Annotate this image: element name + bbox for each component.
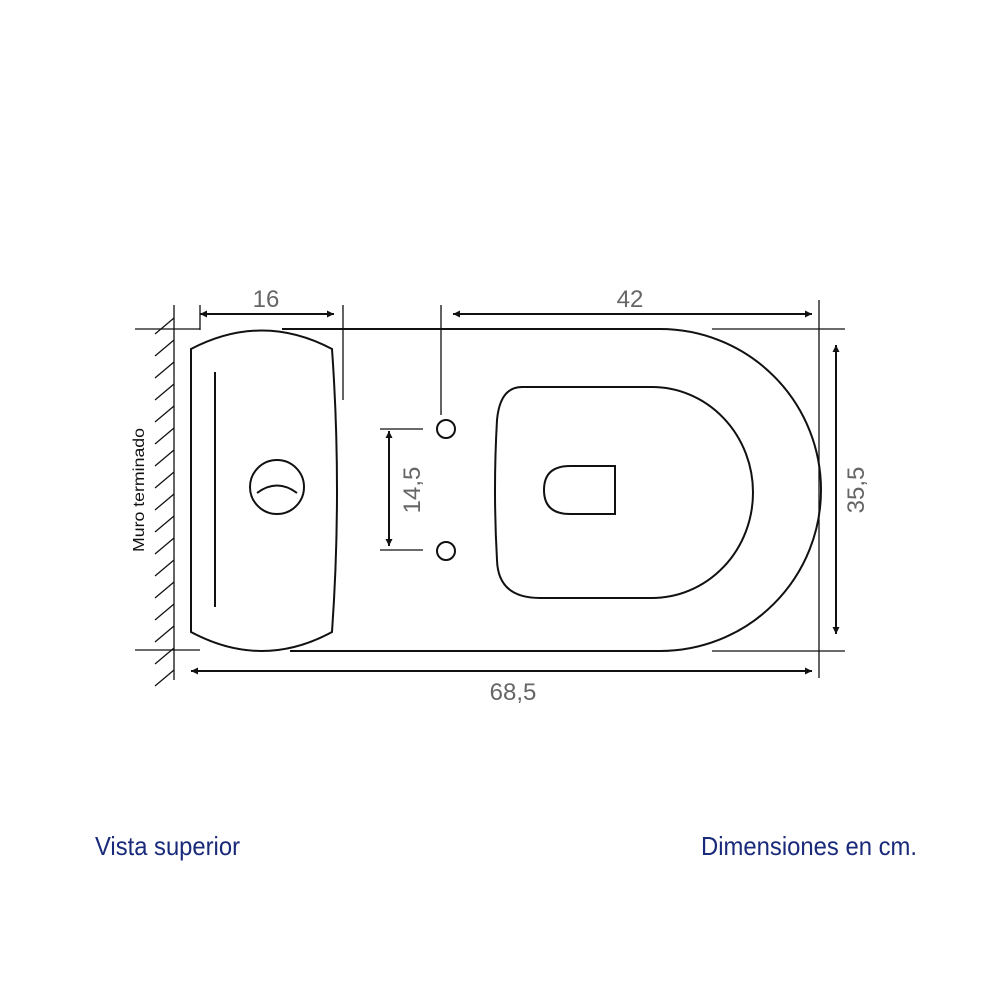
dimension-total-length: 68,5 <box>490 679 537 706</box>
flush-button-icon <box>249 459 305 515</box>
bowl <box>282 328 822 652</box>
seat-opening <box>494 386 754 599</box>
bolt-hole <box>436 419 456 439</box>
wall-hatch-line <box>154 471 175 489</box>
wall-hatch-line <box>154 603 175 621</box>
wall-hatch-line <box>154 317 175 335</box>
wall-hatch-line <box>154 427 175 445</box>
dimension-drain-to-front: 42 <box>617 286 644 313</box>
wall-hatch-line <box>154 361 175 379</box>
water-area <box>542 465 616 515</box>
wall-hatch-line <box>154 493 175 511</box>
wall-hatch-line <box>154 581 175 599</box>
view-label: Vista superior <box>95 831 240 861</box>
bolt-hole <box>436 541 456 561</box>
dimension-bolt-spacing: 14,5 <box>399 467 426 514</box>
wall-hatch-line <box>154 449 175 467</box>
wall-hatch-line <box>154 383 175 401</box>
wall-hatch-line <box>154 515 175 533</box>
wall-hatch-line <box>154 339 175 357</box>
units-label: Dimensiones en cm. <box>701 831 917 861</box>
wall-label: Muro terminado <box>131 428 148 552</box>
wall-hatch-line <box>154 625 175 643</box>
dimension-total-width: 35,5 <box>843 467 870 514</box>
finished-wall <box>135 305 200 687</box>
wall-hatch-line <box>154 405 175 423</box>
wall-hatch-line <box>154 537 175 555</box>
wall-hatch-line <box>154 559 175 577</box>
wall-hatch-line <box>154 669 175 687</box>
wall-hatch-line <box>154 647 175 665</box>
dimension-arrows <box>191 310 840 675</box>
tank <box>190 329 338 652</box>
dimension-tank-depth: 16 <box>253 286 280 313</box>
extension-lines <box>199 300 845 678</box>
